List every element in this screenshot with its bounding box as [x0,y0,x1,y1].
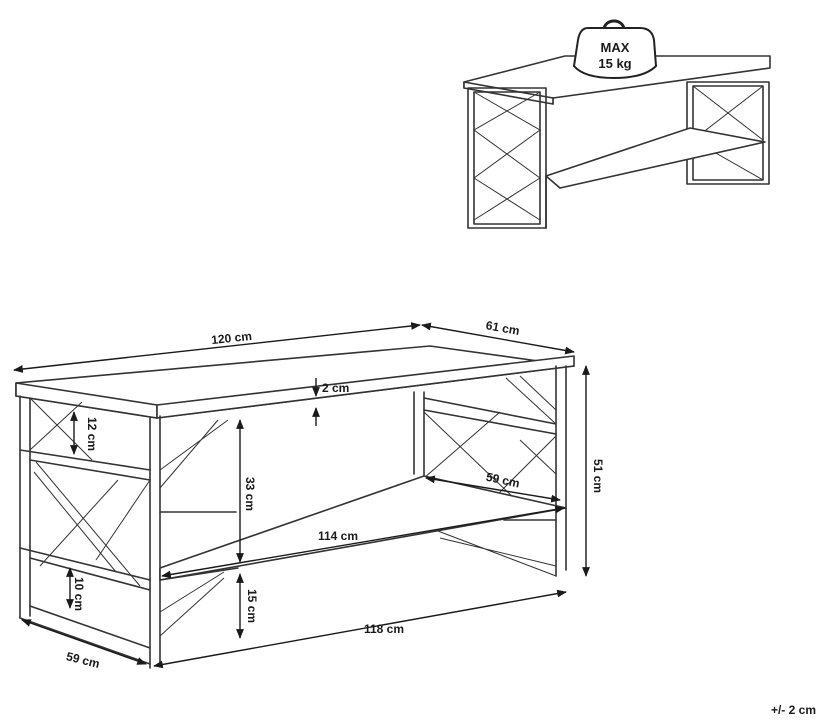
preview-table [463,55,771,229]
dim-depth-top: 61 cm [485,318,521,338]
tolerance-note: +/- 2 cm [771,703,816,717]
dim-length-top: 120 cm [211,329,253,347]
main-table-drawing [15,345,575,669]
dim-shelf-height: 15 cm [245,589,259,623]
dim-bottom-gap: 10 cm [72,577,86,611]
dim-top-thickness: 2 cm [322,381,349,395]
dim-height: 51 cm [591,459,605,493]
weight-max-label: MAX [601,40,630,55]
left-end-frame [19,395,229,669]
dim-shelf-clearance: 33 cm [243,477,257,511]
dim-base-length: 118 cm [364,622,404,636]
dimension-lines [13,322,590,669]
dim-base-depth: 59 cm [65,649,101,671]
dimension-labels: 120 cm 61 cm 2 cm 12 cm 33 cm 51 cm 59 c… [65,318,605,671]
dim-upper-gap: 12 cm [85,417,99,451]
dim-shelf-width: 114 cm [318,529,358,543]
dim-shelf-depth: 59 cm [485,470,521,491]
weight-icon: MAX 15 kg [572,19,658,80]
weight-value-label: 15 kg [598,56,631,71]
